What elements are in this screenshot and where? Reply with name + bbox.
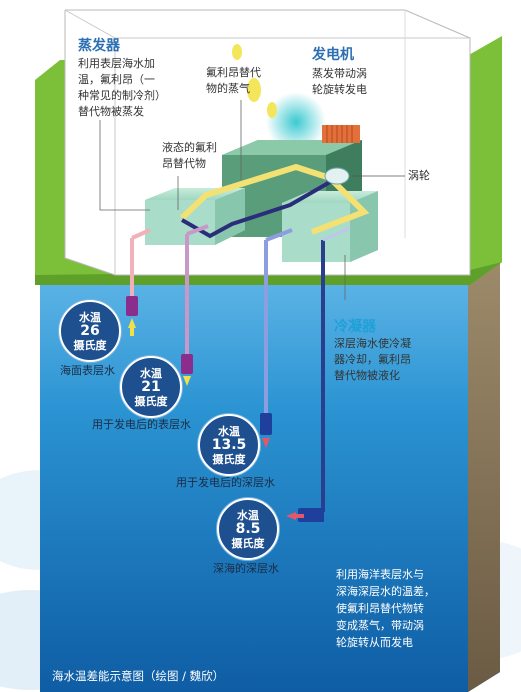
vapor-drop <box>267 102 277 118</box>
condenser-description: 深层海水使冷凝 器冷却，氟利昂 替代物被液化 <box>334 337 411 382</box>
summary-text: 利用海洋表层水与 深海深层水的温差， 使氟利昂替代物转 变成蒸气，带动涡 轮旋转… <box>336 568 435 649</box>
generator-description: 蒸发带动涡 轮旋转发电 <box>312 67 367 96</box>
evaporator-title: 蒸发器 <box>78 38 120 54</box>
temp-label-deep: 深海的深层水 <box>213 562 279 575</box>
condenser-title: 冷凝器 <box>334 319 376 335</box>
temp-label-surface: 海面表层水 <box>60 364 115 377</box>
liquid-label: 液态的氟利 昂替代物 <box>162 141 217 170</box>
sea-bed-side <box>468 262 500 692</box>
surface-water-pipe <box>126 228 151 336</box>
temp-label-used-surface: 用于发电后的表层水 <box>92 418 191 431</box>
generator-title: 发电机 <box>312 47 354 63</box>
temp-label-used-deep: 用于发电后的深层水 <box>176 476 275 489</box>
vapor-drop <box>247 78 261 102</box>
used-surface-water-pipe <box>181 224 209 386</box>
used-deep-water-pipe <box>260 228 293 448</box>
evaporator-leader <box>99 120 150 211</box>
vapor-label: 氟利昂替代 物的蒸气 <box>206 66 261 95</box>
vapor-drop <box>232 44 242 60</box>
evaporator-description: 利用表层海水加 温，氟利昂（一 种常见的制冷剂） 替代物被蒸发 <box>78 57 166 118</box>
generator-icon <box>322 125 360 143</box>
heat-glow <box>266 92 326 152</box>
figure-caption: 海水温差能示意图（绘图 / 魏欣） <box>52 669 225 683</box>
deep-water-pipe <box>286 226 351 522</box>
turbine-icon <box>324 167 350 185</box>
turbine-label: 涡轮 <box>408 169 430 182</box>
vapor-pipe <box>179 163 370 235</box>
